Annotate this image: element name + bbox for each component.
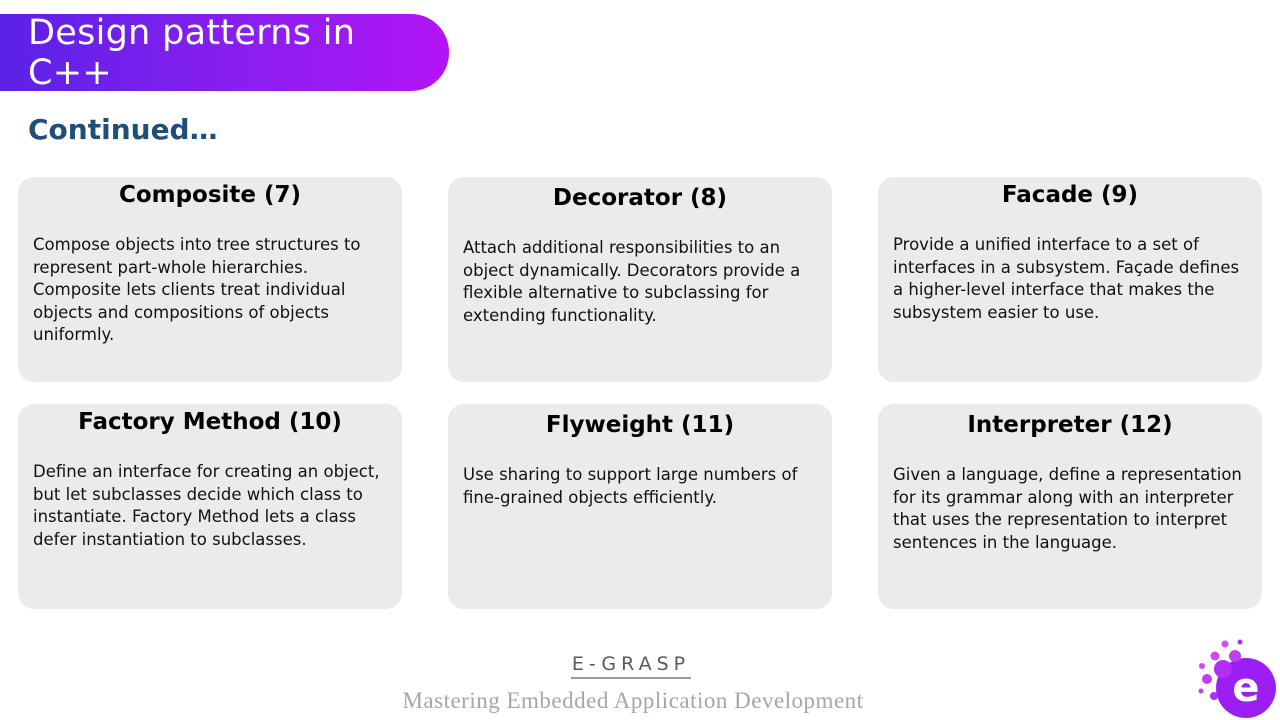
card-heading: Decorator (8): [552, 185, 728, 211]
logo-letter: e: [1232, 665, 1259, 711]
card-description: Use sharing to support large numbers of …: [463, 465, 798, 507]
pattern-card-facade: Facade (9) Provide a unified interface t…: [878, 177, 1262, 382]
card-description: Define an interface for creating an obje…: [33, 462, 380, 549]
pattern-card-flyweight: Flyweight (11) Use sharing to support la…: [448, 404, 832, 609]
card-heading: Flyweight (11): [545, 412, 735, 438]
pattern-card-composite: Composite (7) Compose objects into tree …: [18, 177, 402, 382]
card-description: Provide a unified interface to a set of …: [893, 235, 1240, 322]
logo-bubble: [1229, 650, 1241, 662]
pattern-card-interpreter: Interpreter (12) Given a language, defin…: [878, 404, 1262, 609]
card-description: Given a language, define a representatio…: [893, 465, 1242, 552]
logo-bubble: [1210, 651, 1220, 661]
slide-subtitle: Continued…: [28, 113, 218, 146]
pattern-card-decorator: Decorator (8) Attach additional responsi…: [448, 177, 832, 382]
logo-bubble: [1210, 692, 1218, 700]
card-heading: Interpreter (12): [967, 412, 1173, 438]
card-heading: Composite (7): [118, 182, 302, 208]
logo-bubble: [1221, 640, 1229, 648]
title-banner: Design patterns in C++: [0, 12, 449, 93]
slide-title: Design patterns in C++: [28, 12, 356, 93]
logo-bubble: [1198, 688, 1204, 694]
logo-bubble: [1202, 674, 1212, 684]
logo-bubble: [1237, 639, 1243, 645]
footer-brand: E-GRASP: [571, 653, 691, 679]
logo-bubble: [1199, 663, 1205, 669]
footer-tagline: Mastering Embedded Application Developme…: [402, 688, 864, 713]
card-heading: Factory Method (10): [78, 409, 342, 435]
card-heading: Facade (9): [1001, 182, 1139, 208]
card-description: Compose objects into tree structures to …: [33, 235, 361, 344]
e-grasp-logo-icon: e: [1198, 639, 1276, 718]
card-description: Attach additional responsibilities to an…: [463, 238, 801, 325]
logo-bubble: [1214, 660, 1232, 678]
pattern-card-factory-method: Factory Method (10) Define an interface …: [18, 404, 402, 609]
